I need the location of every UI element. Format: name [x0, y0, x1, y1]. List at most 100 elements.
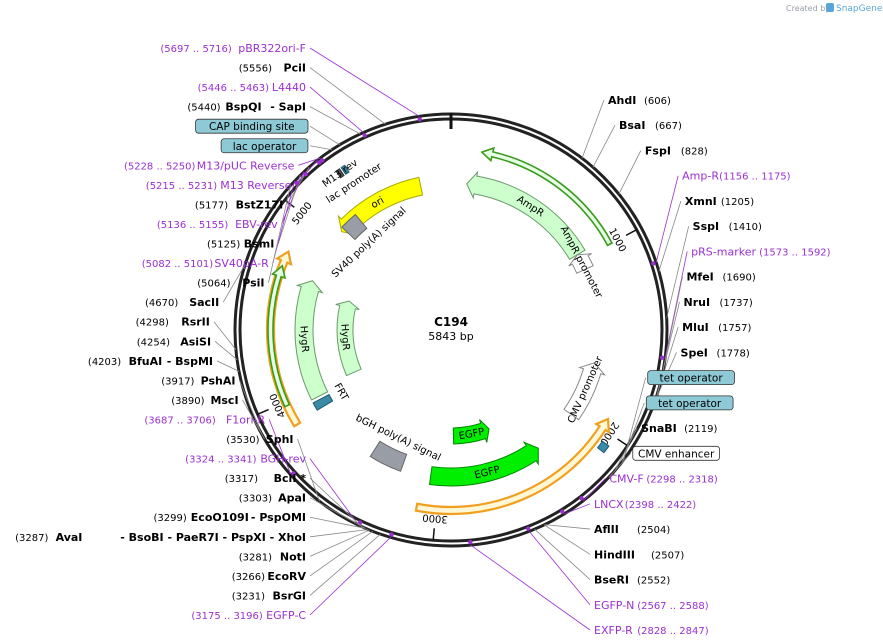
enzyme-isoschizomers: - BsoBI - PaeR7I - PspXI - XhoI [120, 531, 306, 544]
primer-range: (3687 .. 3706) [144, 415, 216, 426]
enzyme-spei[interactable]: SpeI(1778) [681, 346, 750, 359]
enzyme-name: SphI [266, 433, 294, 446]
enzyme-position: (1205) [721, 197, 754, 208]
enzyme-mlui[interactable]: MluI(1757) [682, 321, 751, 334]
label-leaders [213, 47, 690, 631]
enzyme-position: (1410) [729, 222, 762, 233]
primer-sv40pa-r[interactable]: SV40pA-R(5082 .. 5101) [142, 257, 269, 270]
primer-egfp-c[interactable]: EGFP-C(3175 .. 3196) [191, 609, 306, 622]
primer-prs-marker[interactable]: pRS-marker(1573 .. 1592) [691, 245, 831, 258]
enzyme-rsrii[interactable]: RsrII(4298) [136, 316, 210, 329]
primer-site-mark [317, 160, 322, 165]
leader-line [298, 157, 321, 166]
primer-m13-puc-reverse[interactable]: M13/pUC Reverse(5228 .. 5250) [124, 159, 295, 172]
enzyme-position: (2552) [637, 576, 670, 587]
enzyme-ecorv[interactable]: EcoRV(3266) [232, 570, 307, 583]
primer-amp-r[interactable]: Amp-R(1156 .. 1175) [682, 170, 791, 183]
enzyme-xmni[interactable]: XmnI(1205) [685, 195, 754, 208]
primer-ebv-rev[interactable]: EBV-rev(5136 .. 5155) [157, 218, 278, 231]
enzyme-snabi[interactable]: SnaBI(2119) [641, 422, 717, 435]
enzyme-name: FspI [645, 144, 671, 157]
enzyme-bseri[interactable]: BseRI(2552) [594, 574, 670, 587]
leader-line [309, 533, 381, 596]
enzyme-asisi[interactable]: AsiSI(4254) [137, 335, 211, 348]
leader-line [664, 251, 688, 359]
feature-lac-promoter [340, 164, 350, 175]
enzyme-apai[interactable]: ApaI(3303) [239, 492, 306, 505]
enzyme-position: (1690) [722, 273, 755, 284]
tick-label: 5000 [290, 200, 314, 227]
enzyme-name: PshAI [201, 374, 236, 387]
primer-pbr322ori-f[interactable]: pBR322ori-F(5697 .. 5716) [160, 42, 306, 55]
enzyme-msci[interactable]: MscI(3890) [171, 394, 238, 407]
feature-ampr-promoter [568, 253, 594, 274]
enzyme-position: (3266) [232, 572, 265, 583]
primer-name: EXFP-R [594, 624, 633, 637]
feature-egfp [428, 441, 539, 487]
enzyme-pcii[interactable]: PciI(5556) [239, 62, 306, 75]
tick-mark [617, 438, 628, 447]
leader-line [583, 478, 606, 501]
enzyme-sacii[interactable]: SacII(4670) [145, 296, 219, 309]
enzyme-noti[interactable]: NotI(3281) [239, 550, 306, 563]
enzyme-name: BclI * [274, 472, 307, 485]
enzyme-sspi[interactable]: SspI(1410) [693, 220, 762, 233]
primer-name: F1ori-R [226, 413, 266, 426]
enzyme-bsmi[interactable]: BsmI(5125) [207, 238, 274, 251]
primer-name: CMV-F [609, 473, 643, 486]
enzyme-psii[interactable]: PsiI(5064) [197, 277, 264, 290]
feature-box-cap-binding-site[interactable]: CAP binding site [195, 118, 309, 134]
enzyme-position: (5125) [207, 240, 240, 251]
enzyme-fspi[interactable]: FspI(828) [645, 144, 708, 157]
primer-lncx[interactable]: LNCX(2398 .. 2422) [594, 498, 696, 511]
enzyme-position: (5440) [187, 103, 220, 114]
enzyme-hindiii[interactable]: HindIII(2507) [594, 548, 684, 561]
enzyme-aflii[interactable]: AflII(2504) [594, 523, 670, 536]
primer-m13-reverse[interactable]: M13 Reverse(5215 .. 5231) [146, 179, 292, 192]
leader-line [309, 531, 374, 577]
enzyme-name: MfeI [686, 271, 713, 284]
enzyme-nrui[interactable]: NruI(1737) [684, 296, 753, 309]
primer-egfp-n[interactable]: EGFP-N(2567 .. 2588) [594, 599, 709, 612]
feature-box-tet-operator[interactable]: tet operator [645, 395, 734, 411]
feature-box-lac-operator[interactable]: lac operator [220, 138, 309, 154]
primer-bgh-rev[interactable]: BGH-rev(3324 .. 3341) [185, 453, 306, 466]
enzyme-sphi[interactable]: SphI(3530) [226, 433, 293, 446]
primer-name: EBV-rev [235, 218, 278, 231]
feature-box-cmv-enhancer[interactable]: CMV enhancer [632, 445, 720, 461]
primer-name: L4440 [272, 81, 306, 94]
enzyme-bsai[interactable]: BsaI(667) [619, 119, 682, 132]
feature-frt [312, 393, 334, 411]
feature-label: HygR [338, 323, 351, 350]
enzyme-name: HindIII [594, 548, 635, 561]
enzyme-pshai[interactable]: PshAI(3917) [161, 374, 235, 387]
enzyme-bstz17i[interactable]: BstZ17I (5177) [195, 198, 283, 211]
leader-line [309, 477, 363, 528]
primer-cmv-f[interactable]: CMV-F(2298 .. 2318) [609, 473, 718, 486]
enzyme-mfei[interactable]: MfeI (1690) [686, 271, 755, 284]
leader-line [592, 125, 616, 168]
enzyme-position: (5177) [195, 200, 228, 211]
primer-l4440[interactable]: L4440(5446 .. 5463) [198, 81, 306, 94]
primer-range: (2398 .. 2422) [625, 500, 697, 511]
primer-f1ori-r[interactable]: F1ori-R (3687 .. 3706) [144, 413, 265, 426]
leader-line [614, 427, 638, 471]
feature-box-bg [220, 138, 309, 154]
enzyme-bcli[interactable]: BclI *(3317) [225, 472, 307, 485]
leader-line [544, 524, 591, 530]
enzyme-name: NruI [684, 296, 711, 309]
primer-exfp-r[interactable]: EXFP-R(2828 .. 2847) [594, 624, 709, 637]
enzyme-name: SpeI [681, 346, 708, 359]
primer-site-mark [362, 133, 367, 138]
enzyme-name: BstZ17I [236, 198, 284, 211]
primer-range: (5215 .. 5231) [146, 181, 218, 192]
tick-mark [284, 199, 295, 208]
enzyme-ahdi[interactable]: AhdI(606) [608, 94, 671, 107]
enzyme-avai[interactable]: - BsoBI - PaeR7I - PspXI - XhoIAvaI(3287… [15, 531, 306, 544]
enzyme-name: BsaI [619, 119, 645, 132]
feature-box-tet-operator[interactable]: tet operator [647, 370, 735, 386]
enzyme-bsrgi[interactable]: BsrGI(3231) [232, 589, 306, 602]
